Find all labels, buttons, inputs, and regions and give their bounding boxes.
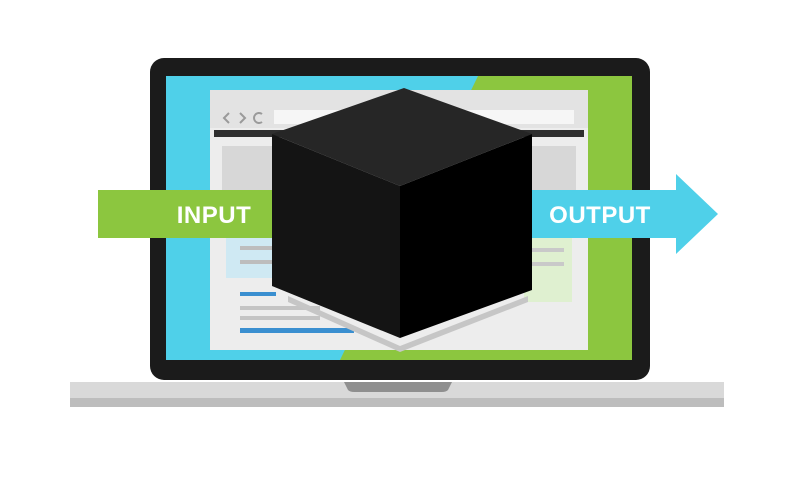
laptop-notch [344,382,452,392]
laptop-base [70,382,724,407]
output-label: OUTPUT [549,202,651,229]
cube-right-face [400,134,532,338]
black-box-cube [272,88,532,352]
page-card-left [226,232,274,278]
back-icon [222,112,230,124]
page-link-line [240,328,354,333]
page-line [240,306,320,310]
page-link-line [240,292,276,296]
page-line [524,262,564,266]
page-line [524,248,564,252]
output-arrow: OUTPUT [532,174,718,254]
forward-icon [239,112,247,124]
page-line [240,246,274,250]
input-label: INPUT [177,202,252,229]
reload-icon [253,112,263,124]
cube-top-face [272,88,532,186]
page-line [240,316,320,320]
cube-left-face [272,134,400,338]
page-line [240,260,274,264]
